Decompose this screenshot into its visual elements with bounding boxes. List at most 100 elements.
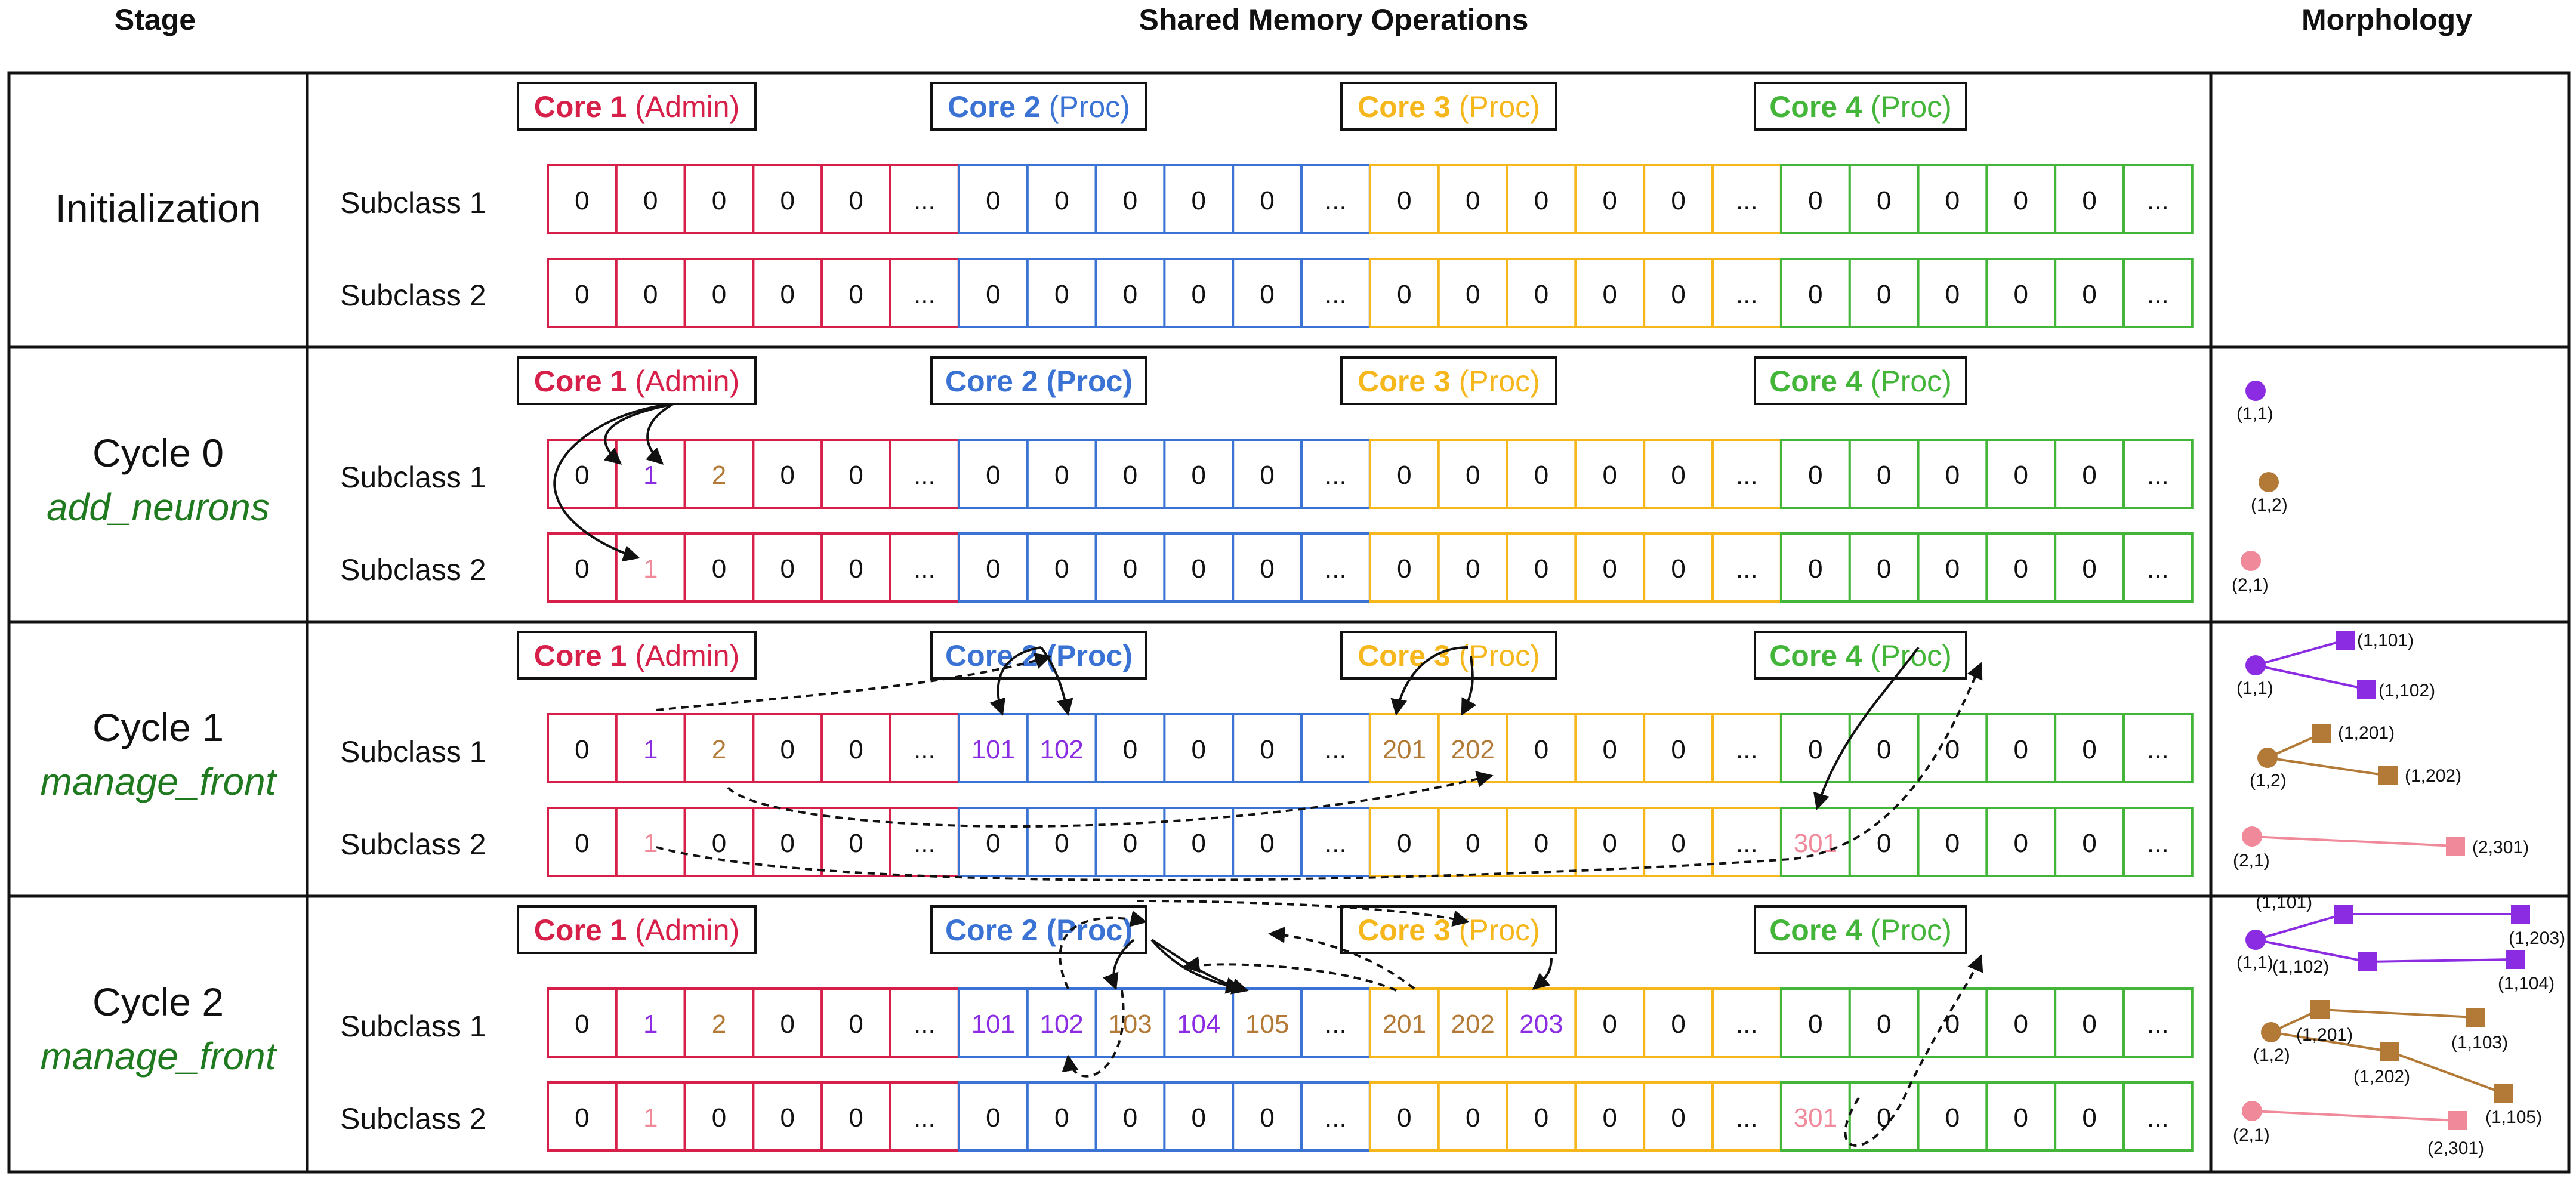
memory-cell	[1232, 258, 1303, 328]
core-label: Core 4 (Proc)	[1769, 365, 1952, 398]
memory-cell-value: 0	[1671, 829, 1685, 858]
header-morphology: Morphology	[2302, 3, 2472, 36]
morphology-node	[2511, 905, 2530, 924]
memory-cell-value: 0	[1397, 280, 1411, 309]
dashed-arrow	[1183, 956, 1397, 992]
header-stage: Stage	[115, 3, 196, 36]
memory-cell	[1300, 258, 1371, 328]
memory-cell-value: ...	[2147, 829, 2169, 858]
memory-cell-value: 0	[575, 280, 589, 309]
memory-cell-value: 0	[2082, 186, 2096, 215]
memory-cell-value: 1	[643, 461, 658, 490]
memory-cell-value: 0	[1945, 1010, 1960, 1039]
memory-cell	[820, 807, 891, 877]
core-label: Core 3 (Proc)	[1358, 913, 1540, 947]
memory-cell-value: 1	[643, 1010, 658, 1039]
memory-cell-value: 0	[849, 1103, 863, 1132]
memory-cell	[2054, 1081, 2125, 1152]
memory-cell-value: ...	[1736, 186, 1758, 215]
memory-cell	[1985, 1081, 2057, 1152]
memory-cell-value: 0	[1808, 186, 1822, 215]
core-label-box	[930, 356, 1147, 405]
solid-arrow	[603, 403, 674, 465]
memory-cell	[1369, 987, 1440, 1058]
core-label-box	[1340, 905, 1557, 954]
stage-label: Cycle 0	[92, 431, 224, 475]
memory-cell-value: 0	[1603, 280, 1617, 309]
memory-cell-value: 0	[1671, 186, 1685, 215]
subclass-label: Subclass 1	[340, 461, 486, 494]
morphology-link	[2255, 913, 2344, 941]
memory-cell-value: ...	[914, 280, 936, 309]
memory-cell	[1026, 713, 1097, 783]
memory-cell-value: ...	[2147, 280, 2169, 309]
memory-cell-value: ...	[1325, 829, 1347, 858]
memory-cell	[1094, 532, 1166, 603]
memory-cell	[615, 164, 686, 234]
memory-cell-value: 0	[2014, 829, 2028, 858]
morphology-soma	[2245, 381, 2266, 401]
core-label: Core 4 (Proc)	[1769, 639, 1952, 672]
morphology-node	[2506, 950, 2525, 969]
memory-cell	[1917, 987, 1988, 1058]
memory-cell	[1163, 532, 1235, 603]
morphology-soma	[2261, 1022, 2281, 1042]
memory-cell	[683, 439, 755, 509]
memory-cell-value: 0	[1603, 735, 1617, 764]
memory-cell-value: ...	[1325, 461, 1347, 490]
memory-cell-value: 0	[1466, 829, 1480, 858]
memory-cell	[615, 713, 686, 783]
memory-cell-value: 0	[2014, 735, 2028, 764]
memory-cell	[1711, 439, 1782, 509]
memory-cell-value: 0	[780, 735, 795, 764]
memory-cell-value: 0	[780, 186, 795, 215]
core-label-box	[517, 631, 757, 680]
memory-cell-value: 0	[575, 735, 589, 764]
memory-cell	[1437, 532, 1508, 603]
memory-cell-value: 0	[780, 1010, 795, 1039]
memory-cell-value: 0	[1192, 554, 1206, 584]
memory-cell-value: 301	[1794, 829, 1837, 858]
memory-cell	[958, 532, 1029, 603]
memory-cell	[1917, 1081, 1988, 1152]
memory-cell	[1848, 807, 1920, 877]
memory-cell	[615, 258, 686, 328]
memory-cell-value: 0	[1808, 735, 1822, 764]
memory-cell-value: 0	[575, 1010, 589, 1039]
memory-cell	[1780, 258, 1851, 328]
morphology-soma	[2245, 930, 2266, 950]
memory-cell	[1094, 164, 1166, 234]
memory-cell-value: 0	[1877, 554, 1891, 584]
morphology-label: (1,2)	[2250, 771, 2287, 791]
memory-cell	[1917, 439, 1988, 509]
table-grid	[7, 71, 2571, 1174]
subclass-label: Subclass 2	[340, 553, 486, 587]
morphology-label: (1,1)	[2236, 953, 2273, 973]
memory-cell-value: 0	[1397, 829, 1411, 858]
memory-cell-value: 0	[1945, 554, 1960, 584]
memory-cell	[752, 439, 823, 509]
memory-cell	[615, 987, 686, 1058]
memory-cell	[683, 164, 755, 234]
memory-cell	[1574, 713, 1646, 783]
memory-cell-value: 0	[1466, 461, 1480, 490]
memory-cell-value: 1	[643, 554, 658, 584]
core-label-box	[930, 82, 1147, 131]
morphology-soma	[2241, 551, 2261, 571]
memory-cell-value: 0	[1260, 280, 1274, 309]
memory-cell	[547, 258, 618, 328]
memory-cell-value: 0	[1877, 186, 1891, 215]
memory-cell	[889, 532, 960, 603]
memory-cell-value: ...	[914, 554, 936, 584]
memory-cell-value: ...	[2147, 186, 2169, 215]
memory-cell	[820, 532, 891, 603]
memory-cell	[1437, 439, 1508, 509]
stage-method: manage_front	[41, 1035, 277, 1078]
memory-cell	[1300, 1081, 1371, 1152]
memory-cell	[1369, 1081, 1440, 1152]
memory-cell-value: 0	[2082, 735, 2096, 764]
memory-cell-value: 0	[849, 461, 863, 490]
memory-cell	[1711, 807, 1782, 877]
core-label: Core 1 (Admin)	[534, 913, 740, 947]
memory-cell	[2054, 987, 2125, 1058]
